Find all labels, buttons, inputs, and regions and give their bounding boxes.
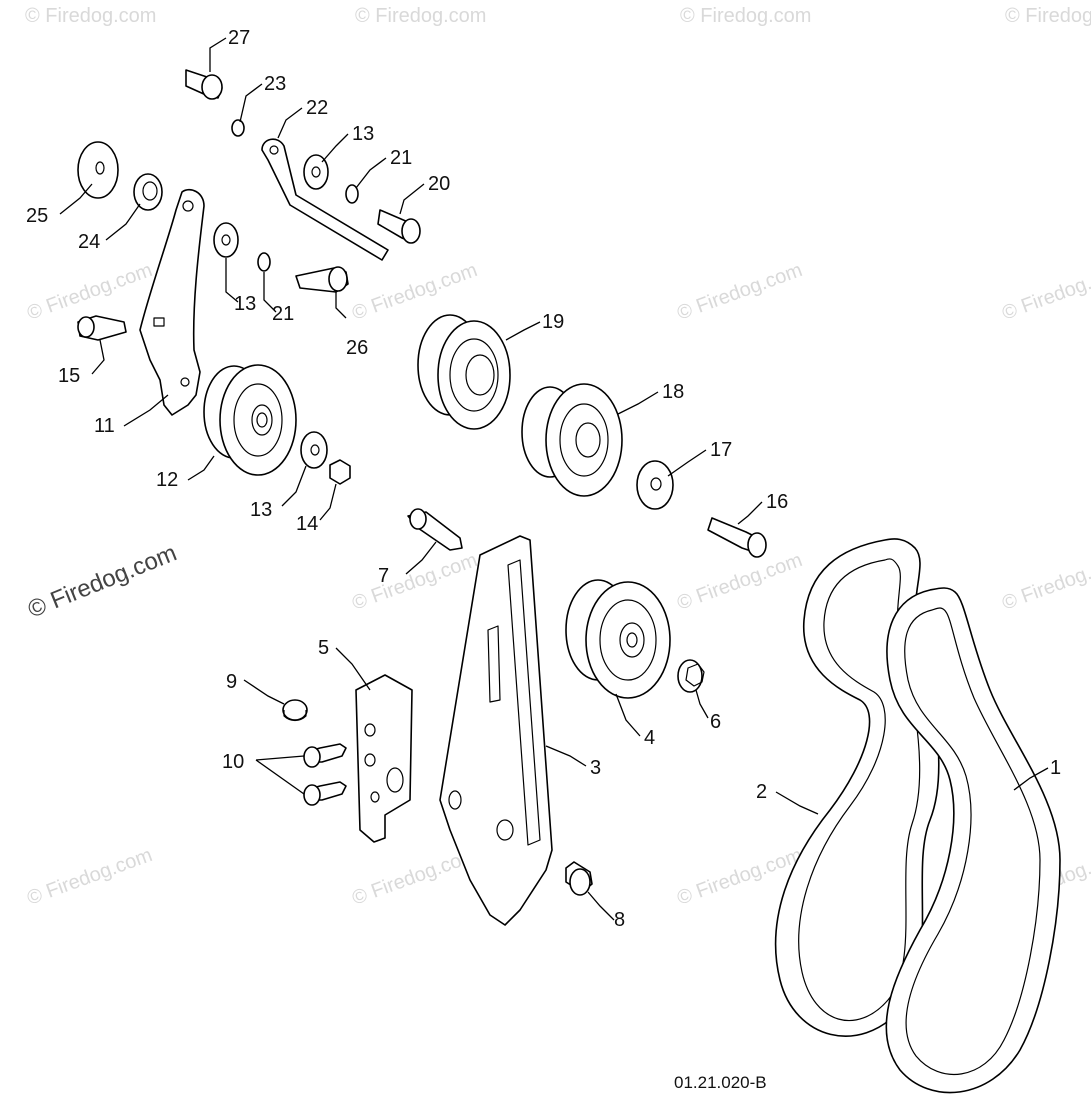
label-part-22: 22 [306,97,328,119]
watermark: © Firedog.com [999,259,1091,325]
bolt-20 [377,209,421,244]
label-part-2: 2 [756,781,767,803]
lock-washer-21-top [345,184,359,204]
label-part-13: 13 [352,123,374,145]
label-part-4: 4 [644,727,655,749]
watermark: © Firedog.com [24,259,155,325]
bushing-24 [133,173,163,211]
bolt-10-lower [303,781,347,806]
watermark: © Firedog.com [349,259,480,325]
washer-25 [77,141,119,199]
nut-14 [329,459,351,485]
label-part-13: 13 [234,293,256,315]
watermark: © Firedog.com [349,549,480,615]
spacer-17 [636,460,674,510]
label-part-5: 5 [318,637,329,659]
label-part-3: 3 [590,757,601,779]
bolt-8 [565,861,593,896]
idler-arm-11 [139,188,205,416]
leader-lines [59,37,1049,921]
label-part-13: 13 [250,499,272,521]
label-part-26: 26 [346,337,368,359]
bracket-3 [439,535,553,926]
label-part-23: 23 [264,73,286,95]
pulley-18 [521,383,623,497]
watermark: © Firedog.com [24,844,155,910]
idler-pulley-4 [565,579,671,699]
label-part-14: 14 [296,513,318,535]
label-part-21: 21 [272,303,294,325]
watermark: © Firedog.com [674,259,805,325]
bolt-27 [185,69,223,100]
watermark: © Firedog.com [1005,5,1091,27]
label-part-15: 15 [58,365,80,387]
washer-13-low [300,431,328,469]
watermark: © Firedog.com [680,5,811,27]
label-part-10: 10 [222,751,244,773]
label-part-16: 16 [766,491,788,513]
label-part-20: 20 [428,173,450,195]
label-part-9: 9 [226,671,237,693]
label-part-21: 21 [390,147,412,169]
flange-nut-6 [677,659,705,693]
label-part-8: 8 [614,909,625,931]
lock-washer-21-mid [257,252,271,272]
label-part-17: 17 [710,439,732,461]
bolt-16 [707,517,767,558]
watermark-main: © Firedog.com [24,539,180,623]
washer-13-mid [213,222,239,258]
label-part-24: 24 [78,231,100,253]
watermark: © Firedog.com [999,549,1091,615]
label-part-12: 12 [156,469,178,491]
label-part-19: 19 [542,311,564,333]
pulley-19 [417,314,511,430]
watermark: © Firedog.com [25,5,156,27]
bushing-9 [282,699,308,722]
part-labels: 27 23 22 13 21 20 25 24 13 21 26 15 11 1… [26,27,1061,931]
label-part-1: 1 [1050,757,1061,779]
rod-22 [261,138,389,261]
bolt-15 [77,315,127,341]
label-part-27: 27 [228,27,250,49]
label-part-25: 25 [26,205,48,227]
label-part-7: 7 [378,565,389,587]
label-part-18: 18 [662,381,684,403]
label-part-6: 6 [710,711,721,733]
drawing-code: 01.21.020-B [674,1073,767,1092]
watermark: © Firedog.com [355,5,486,27]
belt-1 [885,587,1061,1094]
idler-pulley-12 [203,364,297,476]
bolt-26 [295,266,349,293]
label-part-11: 11 [94,415,115,437]
lock-washer-23 [231,119,245,137]
bolt-7 [407,508,463,551]
watermark: © Firedog.com [674,549,805,615]
plate-5 [355,674,413,843]
washer-13-top [303,154,329,190]
bolt-10-upper [303,743,347,768]
